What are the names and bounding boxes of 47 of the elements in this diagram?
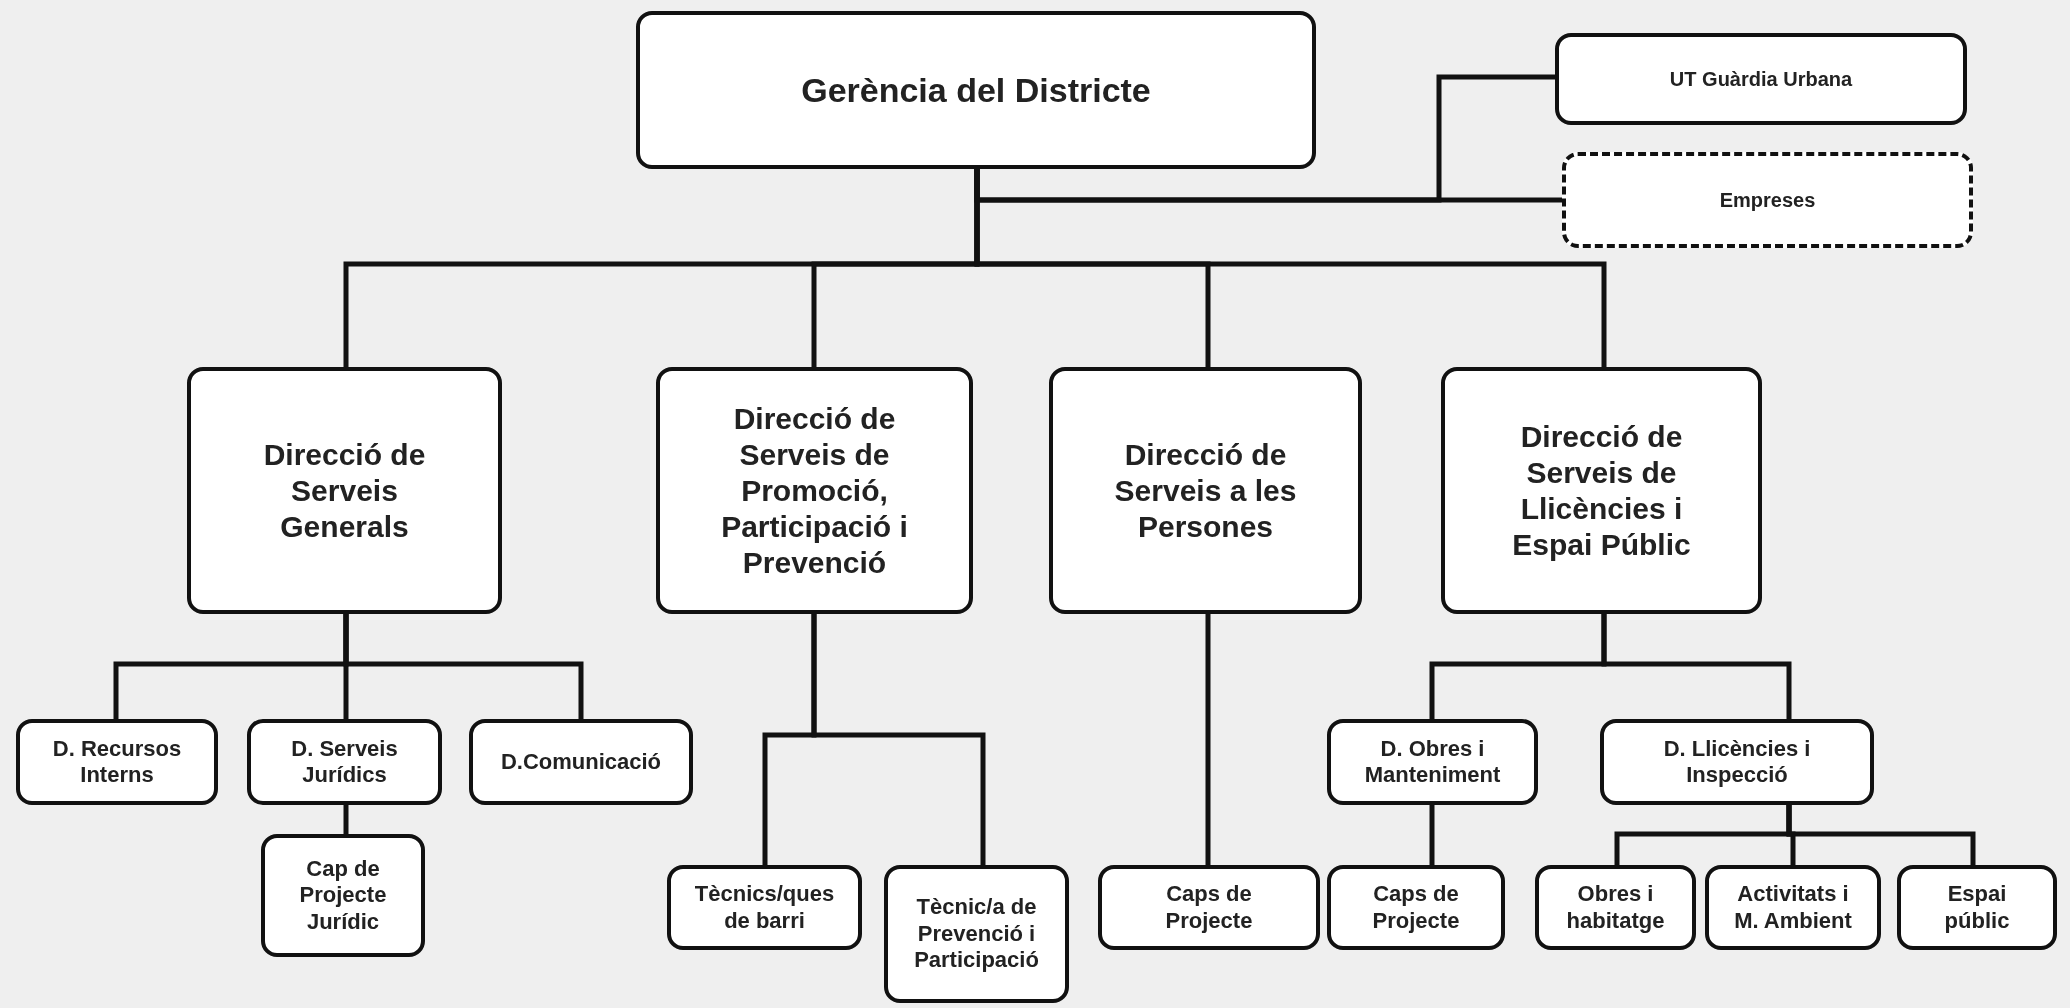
org-box	[667, 865, 862, 950]
org-box	[1327, 719, 1538, 805]
box-label: Cap de Projecte Jurídic	[298, 855, 388, 936]
box-label: Caps de Projecte	[1371, 881, 1461, 934]
box-label: Caps de Projecte	[1164, 881, 1254, 934]
org-box	[247, 719, 442, 805]
connector-line	[1429, 805, 1435, 865]
org-box	[1327, 865, 1505, 950]
box-label: D. Recursos Interns	[51, 735, 183, 789]
org-box	[1535, 865, 1696, 950]
box-label: Obres i habitatge	[1565, 881, 1666, 934]
org-box	[1600, 719, 1874, 805]
org-box	[1555, 33, 1967, 125]
connector-line	[343, 614, 584, 719]
box-label: Direcció de Serveis a les Persones	[1113, 436, 1298, 545]
box-label: Gerència del Districte	[801, 69, 1151, 111]
org-box	[1705, 865, 1881, 950]
box-label: D.Comunicació	[500, 748, 662, 776]
org-box	[1098, 865, 1320, 950]
org-box	[636, 11, 1316, 169]
org-box	[16, 719, 218, 805]
box-label: Tècnic/a de Prevenció i Participació	[913, 894, 1040, 974]
org-box	[1562, 152, 1973, 248]
connector-line	[343, 805, 349, 834]
box-label: Tècnics/ques de barri	[693, 881, 836, 934]
org-box	[1441, 367, 1762, 614]
box-label: D. Obres i Manteniment	[1363, 735, 1502, 789]
box-label: D. Serveis Jurídics	[290, 735, 399, 789]
org-box	[187, 367, 502, 614]
box-label: Direcció de Serveis Generals	[262, 436, 427, 545]
org-box	[1897, 865, 2057, 950]
org-box	[656, 367, 973, 614]
connector-line	[811, 614, 986, 865]
connector-line	[1205, 614, 1211, 865]
connector-line	[1786, 805, 1976, 865]
org-box	[469, 719, 693, 805]
org-box	[1049, 367, 1362, 614]
box-label: Espai públic	[1943, 881, 2011, 934]
box-label: Direcció de Serveis de Llicències i Espai Públic	[1511, 418, 1692, 563]
connector-line	[1601, 614, 1792, 719]
box-label: Direcció de Serveis de Promoció, Participació i Prevenció	[720, 400, 909, 581]
box-label: Empreses	[1719, 188, 1816, 212]
org-box	[261, 834, 425, 957]
box-label: Activitats i M. Ambient	[1733, 881, 1853, 934]
box-label: D. Llicències i Inspecció	[1662, 735, 1812, 789]
org-box	[884, 865, 1069, 1003]
box-label: UT Guàrdia Urbana	[1669, 67, 1853, 91]
